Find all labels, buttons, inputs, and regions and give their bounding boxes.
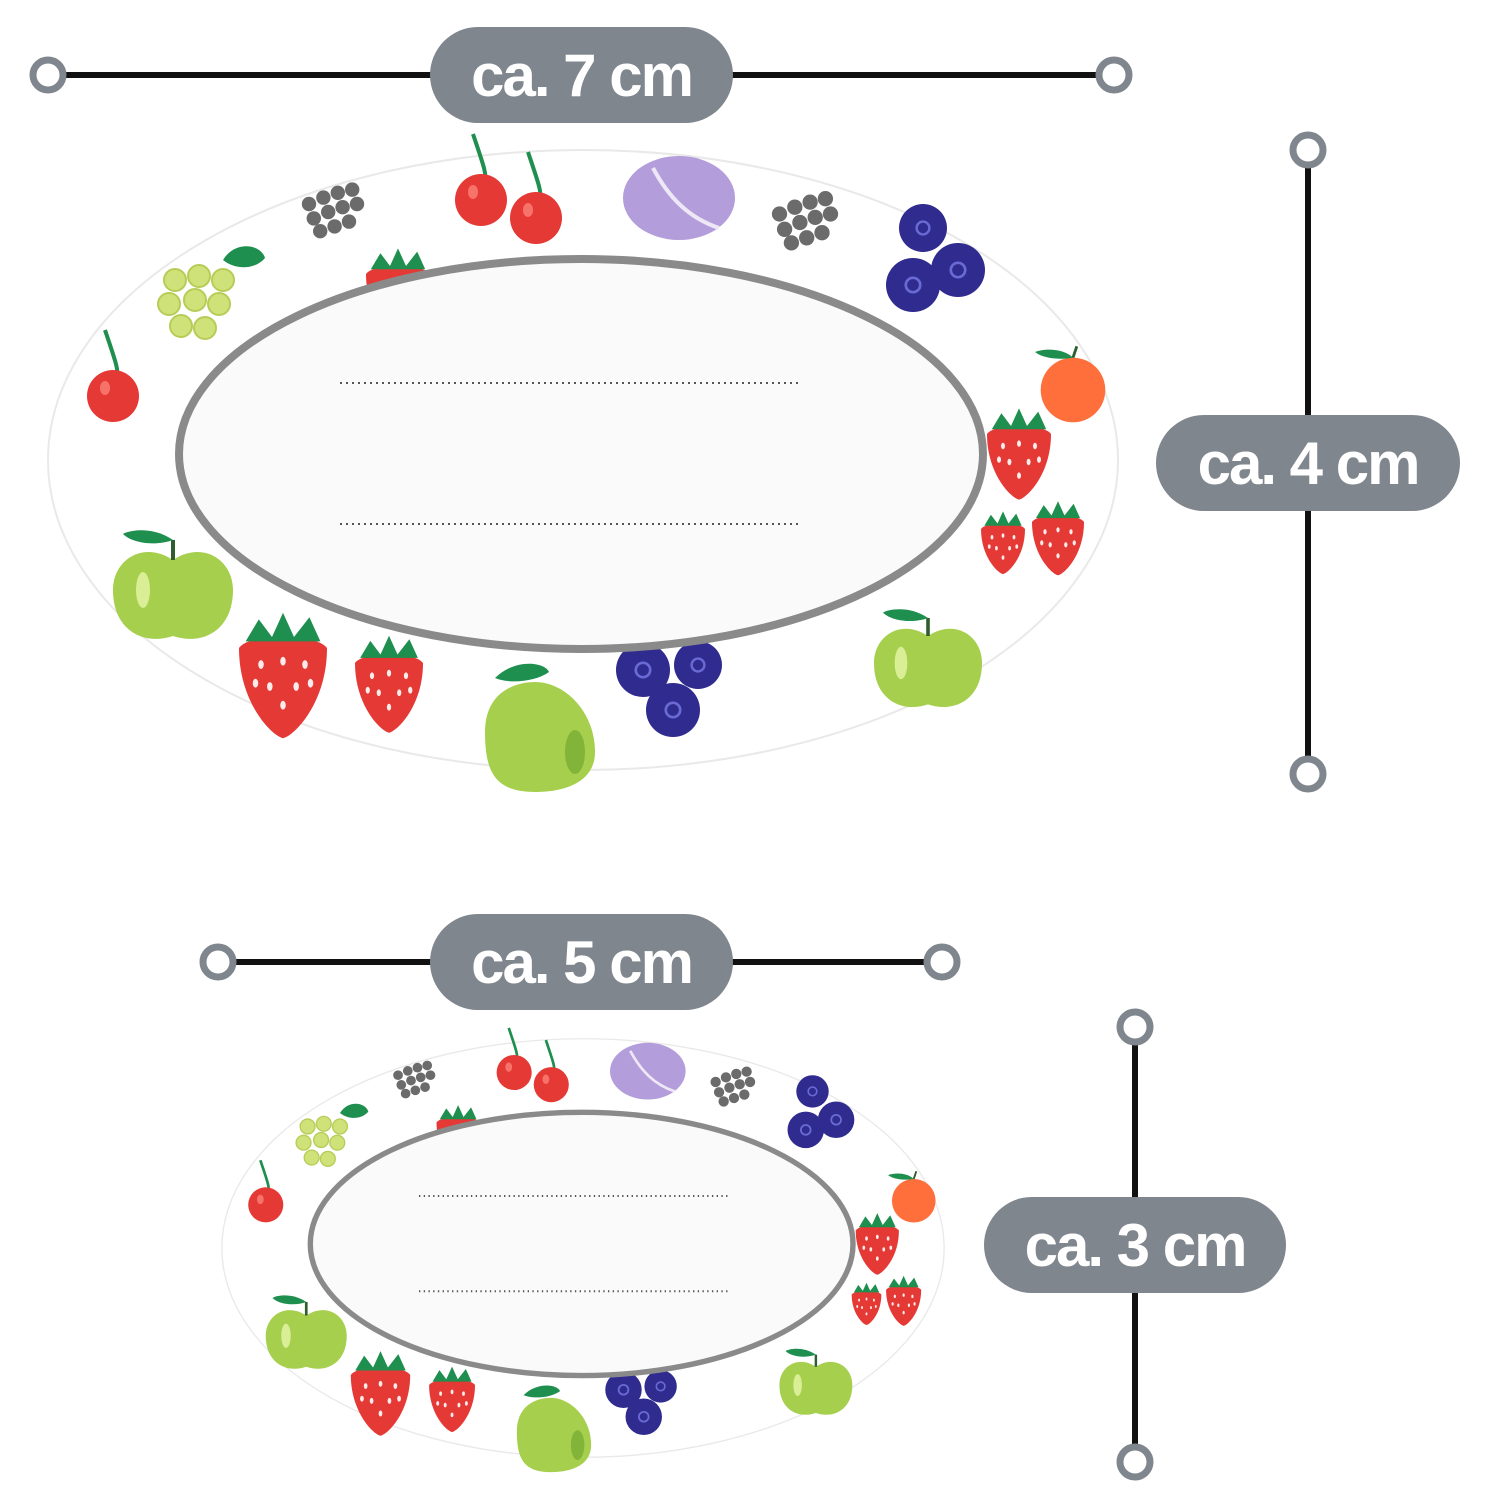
small-oval-label	[221, 1026, 945, 1473]
endpoint-marker	[1289, 755, 1327, 793]
endpoint-marker	[1289, 131, 1327, 169]
endpoint-marker	[1116, 1443, 1154, 1481]
endpoint-marker	[1116, 1008, 1154, 1046]
endpoint-marker	[199, 943, 237, 981]
large-height-label: ca. 4 cm	[1156, 415, 1460, 511]
small-width-label: ca. 5 cm	[430, 914, 733, 1010]
large-oval-label	[47, 132, 1119, 792]
endpoint-marker	[1095, 56, 1133, 94]
endpoint-marker	[923, 943, 961, 981]
endpoint-marker	[29, 56, 67, 94]
large-width-label: ca. 7 cm	[430, 27, 733, 123]
small-height-label: ca. 3 cm	[984, 1197, 1286, 1293]
